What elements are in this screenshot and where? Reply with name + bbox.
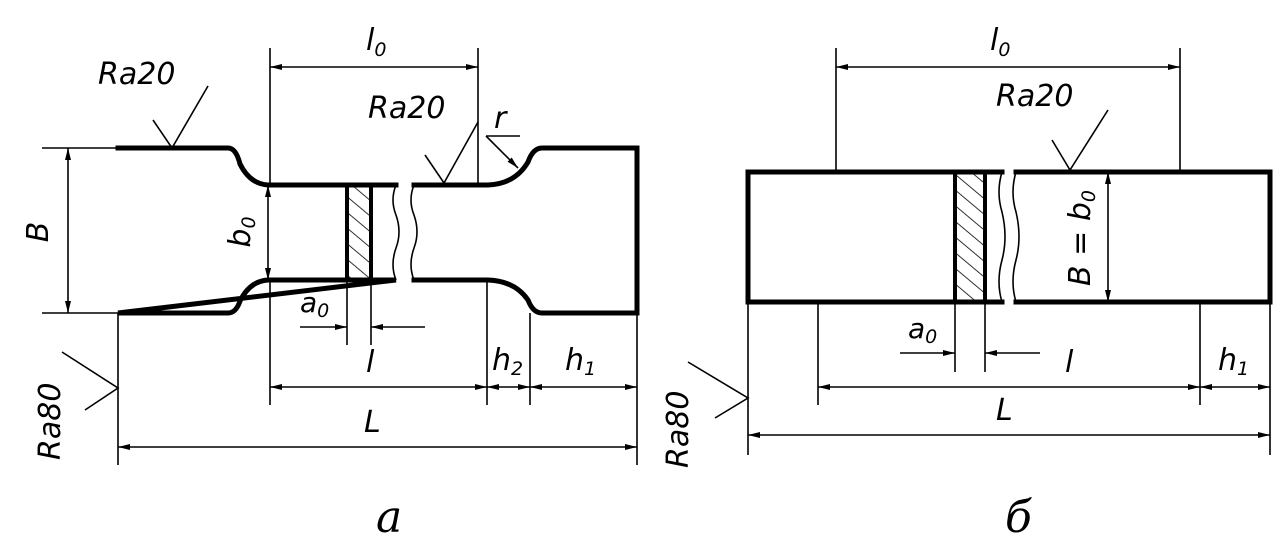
roughness-symbol-side-a (61, 351, 120, 411)
caption-b: б (1005, 492, 1032, 543)
label-h1-b: h1 (1218, 343, 1249, 380)
figure-b: l0 B = b0 a0 l h1 L Ra20 Ra80 б (661, 23, 1273, 543)
break-line-a-left (392, 184, 400, 281)
specimen-b-left-outline (745, 169, 1005, 305)
label-total-length-a: L (364, 405, 381, 440)
label-parallel-length-b: l (1065, 345, 1074, 380)
label-width-b: B = b0 (1063, 190, 1100, 286)
cross-section-a (345, 183, 373, 282)
specimen-b-right-outline (1013, 169, 1273, 305)
label-thickness-b: a0 (908, 312, 937, 348)
label-h1-a: h1 (565, 343, 596, 380)
break-line-b-left (998, 171, 1006, 303)
label-gauge-length-b: l0 (990, 23, 1010, 61)
break-line-b-right (1012, 171, 1020, 303)
label-parallel-length-a: l (366, 345, 375, 380)
label-roughness-mid-b: Ra20 (996, 79, 1073, 114)
label-roughness-mid-a: Ra20 (368, 91, 445, 126)
roughness-symbol-top-a (152, 85, 209, 150)
cross-section-b (953, 170, 987, 304)
roughness-symbol-mid-a (424, 121, 479, 185)
radius-arrow-a (485, 135, 519, 169)
break-line-a-right (410, 184, 418, 281)
label-gauge-width-a: b0 (223, 216, 260, 247)
label-roughness-side-b: Ra80 (661, 391, 696, 468)
label-width-a: B (21, 222, 56, 243)
label-roughness-top-a: Ra20 (98, 57, 175, 92)
label-h2-a: h2 (492, 343, 523, 380)
roughness-symbol-mid-b (1051, 109, 1109, 172)
specimen-a-right-outline (411, 145, 640, 316)
label-radius-a: r (494, 101, 508, 136)
figure-a: l0 B b0 a0 l h2 h1 L Ra20 Ra20 Ra80 r а (21, 23, 640, 543)
label-roughness-side-a: Ra80 (33, 383, 68, 460)
label-total-length-b: L (996, 393, 1013, 428)
roughness-symbol-side-b (687, 361, 750, 419)
specimen-a-left-outline (115, 145, 399, 316)
label-thickness-a: a0 (300, 286, 329, 322)
label-gauge-length-a: l0 (366, 23, 386, 61)
caption-a: а (376, 492, 402, 543)
